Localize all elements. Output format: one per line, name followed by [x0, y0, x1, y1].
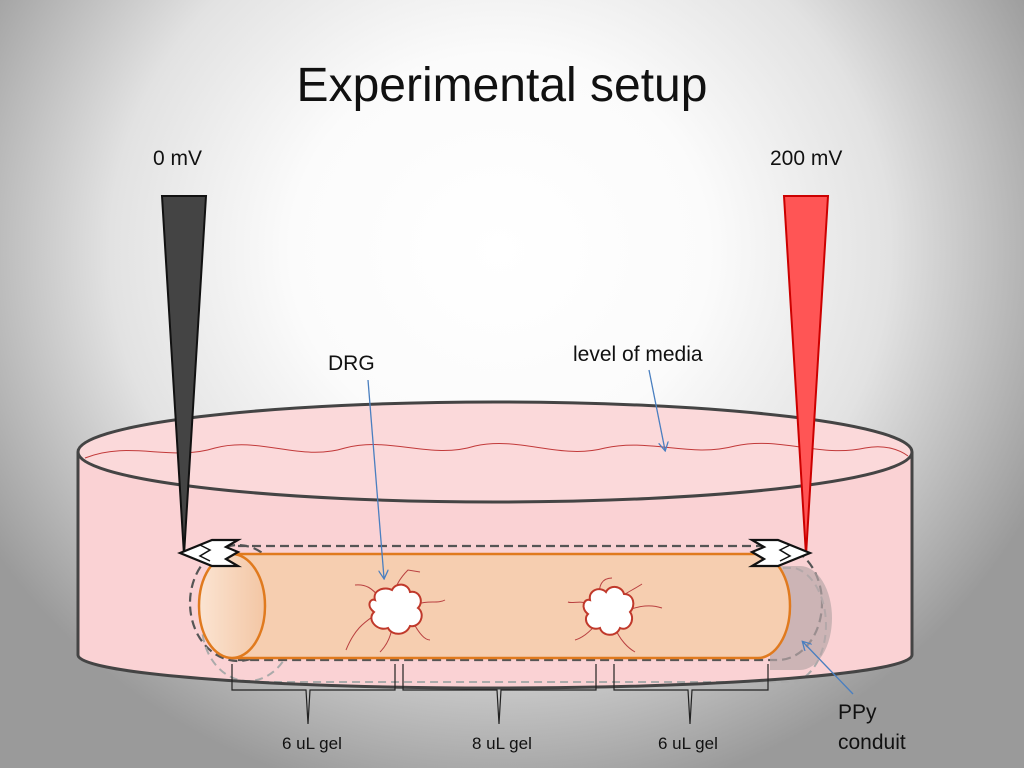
- bracket-2: [402, 664, 597, 725]
- drg-label: DRG: [328, 352, 375, 375]
- right-electrode-clip: [747, 538, 813, 568]
- bracket-1: [231, 664, 396, 725]
- annotation-arrows: [367, 369, 854, 695]
- media-surface: [78, 402, 912, 502]
- left-electrode: [160, 195, 208, 556]
- drg-ganglion-2: [567, 577, 663, 653]
- bracket-3: [613, 664, 769, 725]
- dish-bottom-rim: [76, 654, 914, 690]
- conduit-label-line1: PPy: [838, 701, 877, 724]
- right-electrode: [782, 195, 830, 556]
- media-wave: [84, 442, 909, 459]
- ppy-conduit: [197, 552, 792, 660]
- drg-arrow: [367, 379, 384, 578]
- media-level-label: level of media: [573, 343, 703, 366]
- media-arrow: [648, 369, 665, 450]
- gel-segment-label-3: 6 uL gel: [658, 734, 718, 753]
- slide-title: Experimental setup: [296, 59, 708, 112]
- gel-segment-label-1: 6 uL gel: [282, 734, 342, 753]
- drg-body-1: [368, 583, 423, 635]
- conduit-open-end: [197, 552, 267, 660]
- conduit-arrow: [803, 642, 854, 695]
- petri-dish-walls: [76, 400, 914, 690]
- left-electrode-voltage-label: 0 mV: [153, 147, 203, 170]
- drg-body-2: [582, 586, 635, 636]
- right-electrode-voltage-label: 200 mV: [770, 147, 843, 170]
- gel-segment-label-2: 8 uL gel: [472, 734, 532, 753]
- left-electrode-clip: [177, 538, 243, 568]
- drg-ganglion-1: [345, 569, 446, 653]
- conduit-label-line2: conduit: [838, 731, 906, 754]
- gel-brackets: [231, 664, 769, 725]
